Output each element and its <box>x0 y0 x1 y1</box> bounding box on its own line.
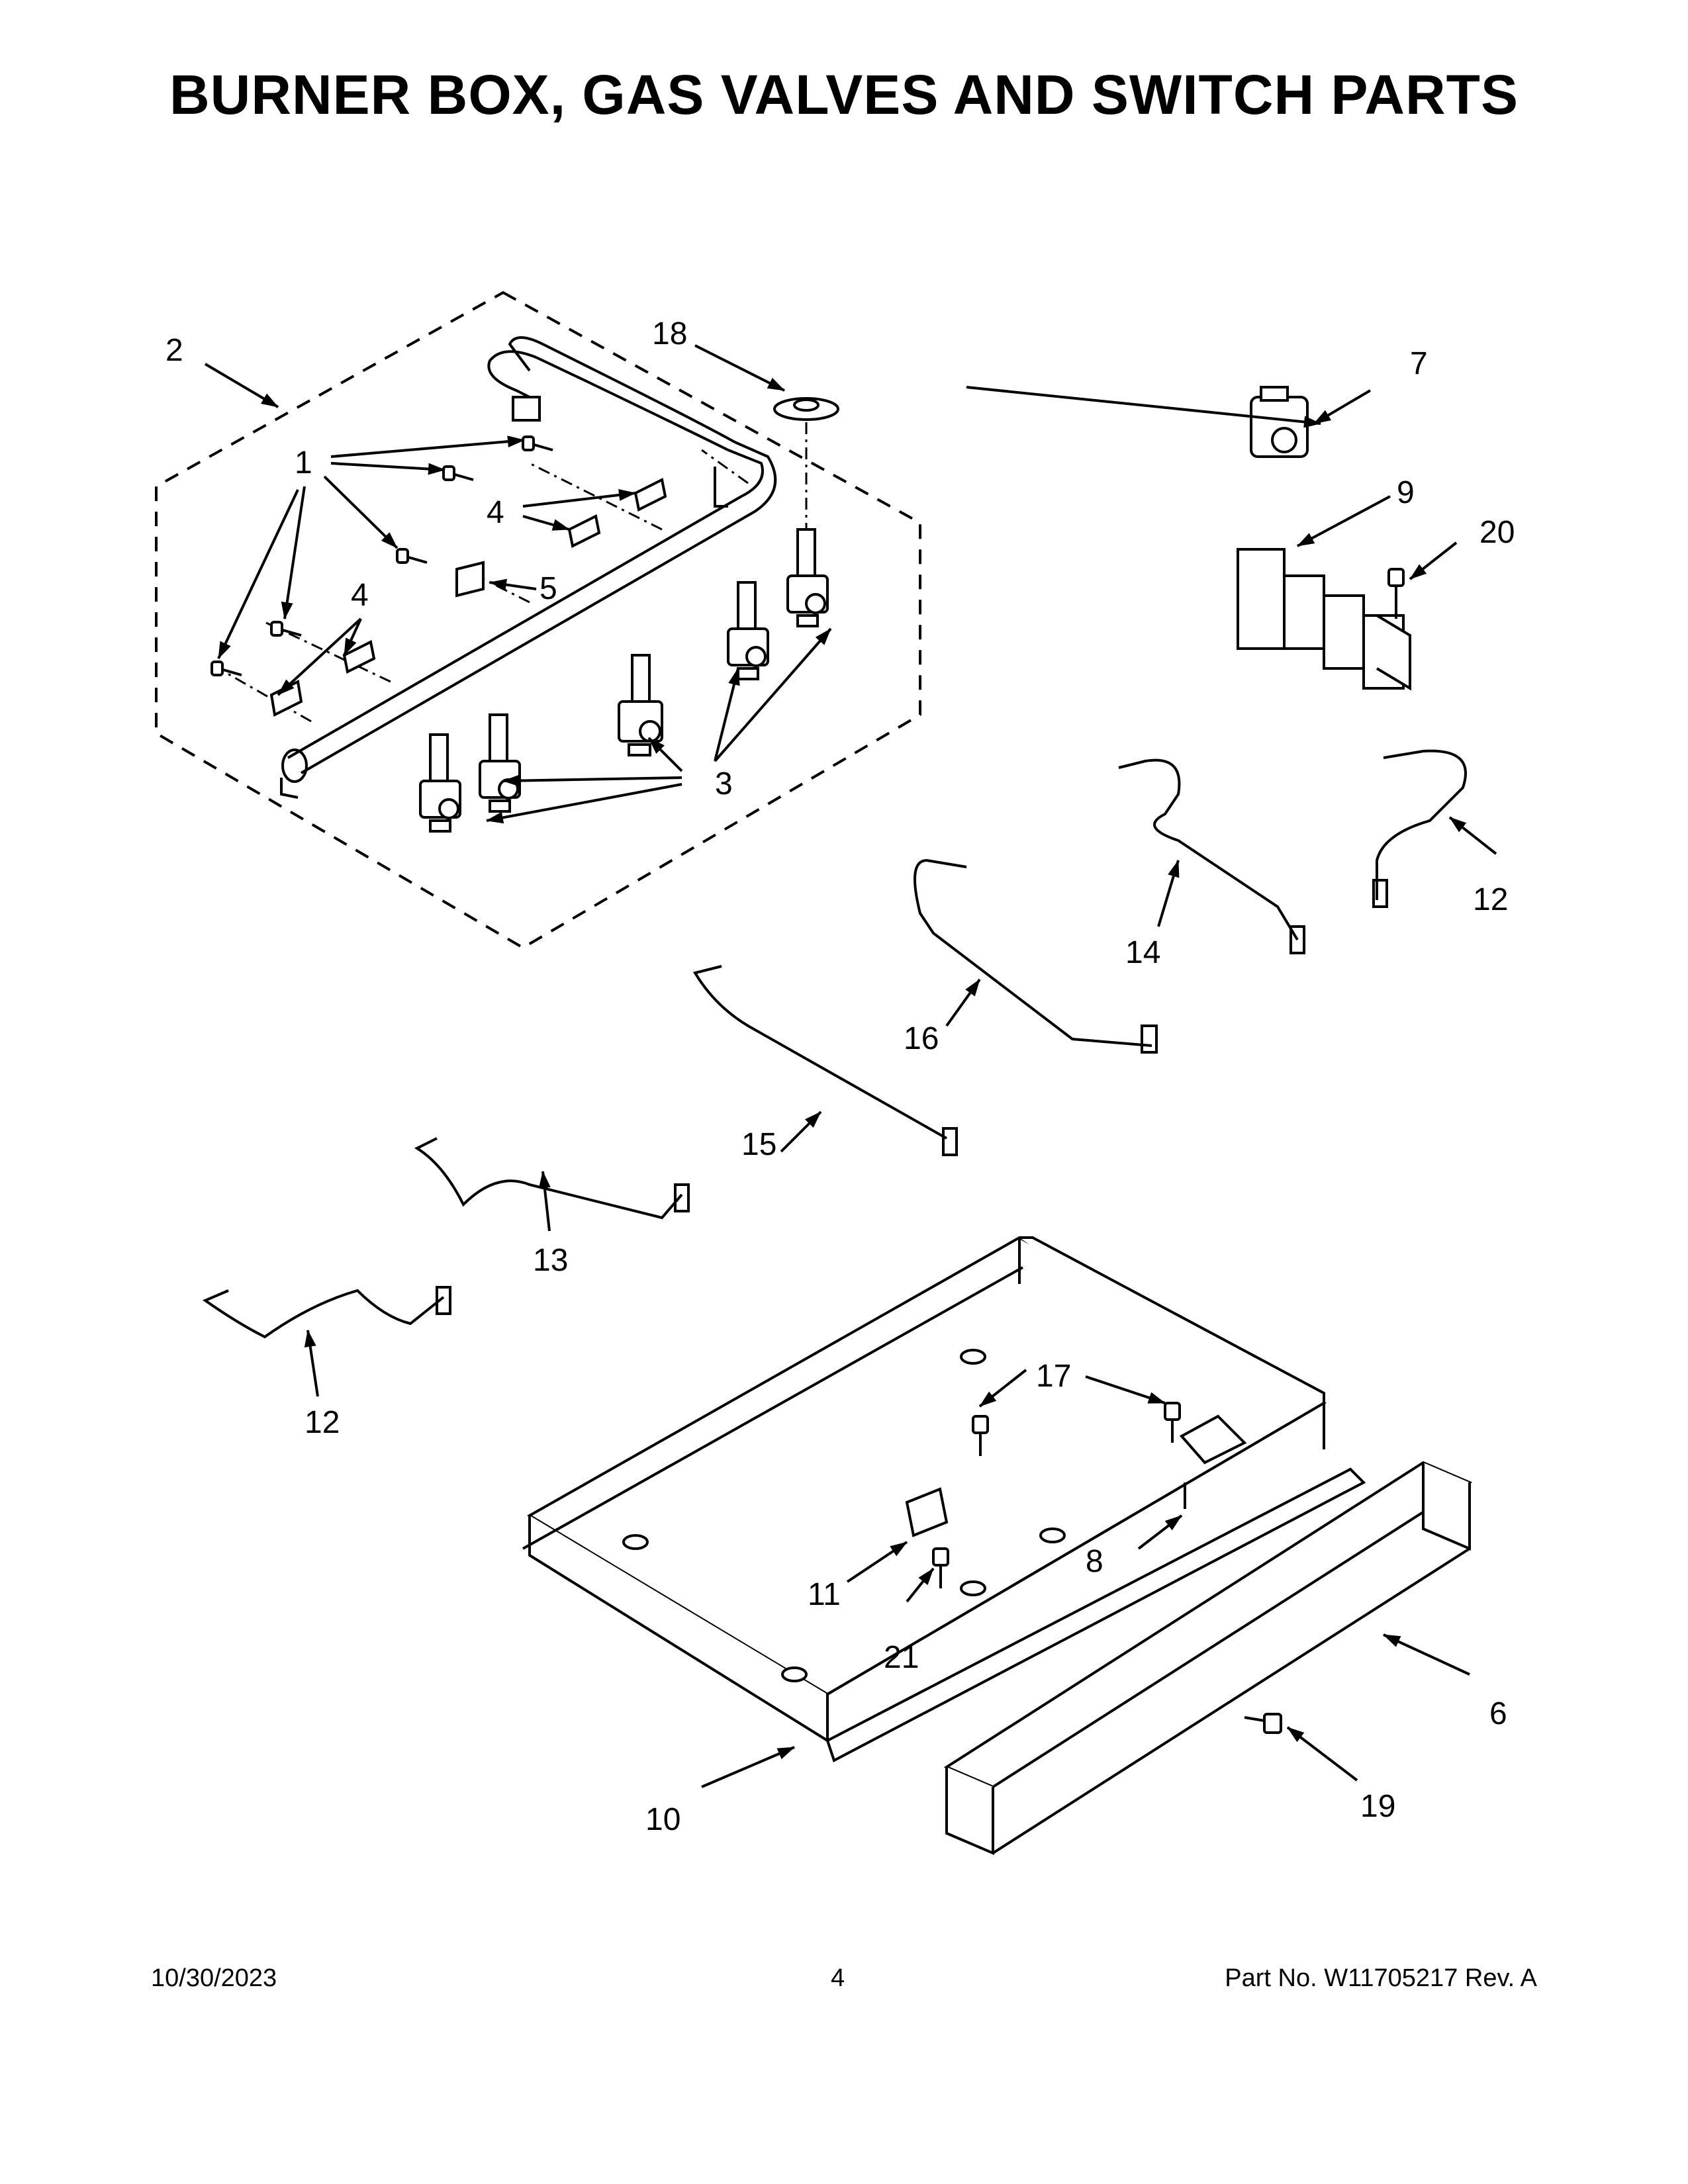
gas-tube-14 <box>1118 758 1305 954</box>
callout-4: 4 <box>351 578 369 613</box>
footer-part-number: Part No. W11705217 Rev. A <box>1225 1964 1537 1992</box>
callout-20: 20 <box>1479 515 1515 550</box>
screw <box>270 621 302 637</box>
screw <box>442 465 474 481</box>
callout-9: 9 <box>1397 475 1415 510</box>
callout-7: 7 <box>1410 346 1428 381</box>
switch-bracket <box>905 1487 949 1537</box>
leader-arrows <box>204 344 1497 1788</box>
bracket <box>342 640 376 674</box>
callout-14: 14 <box>1125 935 1160 970</box>
callout-19: 19 <box>1360 1789 1395 1824</box>
gas-tube-15 <box>692 965 958 1156</box>
footer-page-number: 4 <box>831 1964 845 1992</box>
screw <box>396 548 428 564</box>
callout-3: 3 <box>715 766 733 801</box>
callout-21: 21 <box>884 1640 919 1675</box>
switch-bracket <box>1179 1414 1247 1509</box>
callout-12: 12 <box>1473 882 1508 917</box>
screw <box>522 435 553 451</box>
screw <box>972 1415 989 1456</box>
screw <box>211 660 242 676</box>
callout-10: 10 <box>645 1802 680 1837</box>
page-title: BURNER BOX, GAS VALVES AND SWITCH PARTS <box>169 64 1519 126</box>
gas-valve <box>479 713 521 813</box>
bracket <box>567 514 601 548</box>
bracket <box>633 478 667 512</box>
pressure-regulator <box>1250 386 1309 458</box>
callout-8: 8 <box>1086 1544 1103 1579</box>
callout-13: 13 <box>533 1243 568 1278</box>
callout-15: 15 <box>741 1127 776 1162</box>
gas-tube-12-lower <box>202 1286 451 1339</box>
burner-box <box>522 1236 1327 1743</box>
gas-valve <box>786 528 829 627</box>
callout-11: 11 <box>808 1577 841 1612</box>
screw <box>932 1547 949 1588</box>
screw <box>1244 1713 1282 1734</box>
screw <box>1387 568 1405 619</box>
callout-12: 12 <box>305 1405 340 1440</box>
callout-1: 1 <box>295 445 312 480</box>
footer-date: 10/30/2023 <box>151 1964 277 1992</box>
manifold-pipe <box>280 336 777 799</box>
callout-2: 2 <box>165 333 183 368</box>
gas-valve <box>727 581 769 680</box>
igniter-switch-harness <box>1237 548 1411 691</box>
gas-valve <box>618 654 663 756</box>
callout-17: 17 <box>1036 1359 1071 1394</box>
gas-tube-12-upper <box>1372 749 1467 908</box>
burner-cap <box>773 397 839 421</box>
callout-5: 5 <box>539 571 557 606</box>
clip <box>455 561 485 598</box>
front-trim-panel <box>943 1461 1473 1856</box>
callout-6: 6 <box>1489 1696 1507 1731</box>
gas-tube-13 <box>414 1137 690 1220</box>
gas-valve <box>419 733 461 833</box>
screw <box>1164 1402 1181 1443</box>
callout-18: 18 <box>652 316 687 351</box>
callout-16: 16 <box>904 1021 939 1056</box>
burner-box-front-rail <box>825 1467 1366 1762</box>
callout-4: 4 <box>487 495 504 530</box>
gas-tube-16 <box>914 858 1158 1054</box>
